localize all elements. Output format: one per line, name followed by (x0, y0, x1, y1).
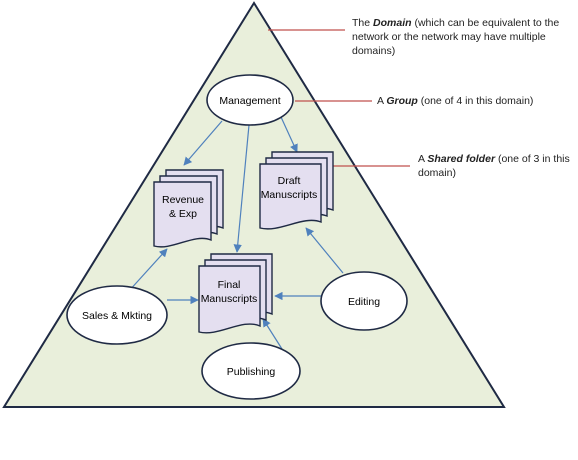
shared-folder-annotation-prefix: A (418, 153, 428, 165)
editing-node: Editing (320, 271, 408, 331)
sales-marketing-node: Sales & Mkting (66, 285, 168, 345)
sales-marketing-label: Sales & Mkting (82, 310, 152, 322)
editing-label: Editing (348, 296, 380, 308)
arrow-sales-to-revenue (127, 248, 168, 293)
publishing-node: Publishing (201, 342, 301, 400)
draft-manuscripts-folder (259, 151, 334, 230)
domain-annotation-prefix: The (352, 17, 374, 29)
group-annotation: A Group (one of 4 in this domain) (377, 94, 572, 108)
relationship-arrows (127, 116, 344, 350)
management-node: Management (206, 74, 294, 126)
draft-folder-label-line1: Draft (278, 175, 301, 187)
shared-folder-annotation: A Shared folder (one of 3 in this domain… (418, 152, 573, 180)
arrow-editing-to-draft (305, 227, 344, 274)
arrow-management-to-draft (280, 116, 298, 153)
revenue-folder-label-line1: Revenue (162, 194, 204, 206)
draft-folder-label-line2: Manuscripts (261, 189, 318, 201)
domain-annotation: The Domain (which can be equivalent to t… (352, 16, 562, 58)
revenue-folder-label-line2: & Exp (169, 208, 197, 220)
arrow-management-to-revenue (183, 120, 223, 166)
final-folder-label-line2: Manuscripts (201, 293, 258, 305)
group-annotation-term: Group (386, 95, 418, 107)
final-folder-label-line1: Final (218, 279, 241, 291)
arrow-publishing-to-final (262, 318, 283, 350)
publishing-label: Publishing (227, 366, 276, 378)
shared-folder-annotation-term: Shared folder (427, 153, 496, 165)
group-annotation-suffix: (one of 4 in this domain) (417, 95, 534, 107)
group-annotation-prefix: A (377, 95, 387, 107)
final-manuscripts-folder (198, 253, 273, 334)
arrow-management-to-final (233, 124, 250, 253)
revenue-folder (153, 169, 224, 248)
management-label: Management (219, 95, 280, 107)
domain-annotation-term: Domain (373, 17, 412, 29)
domain-annotation-suffix: (which can be equivalent to the network … (352, 17, 560, 57)
shared-folder-annotation-suffix: (one of 3 in this domain) (418, 153, 570, 179)
